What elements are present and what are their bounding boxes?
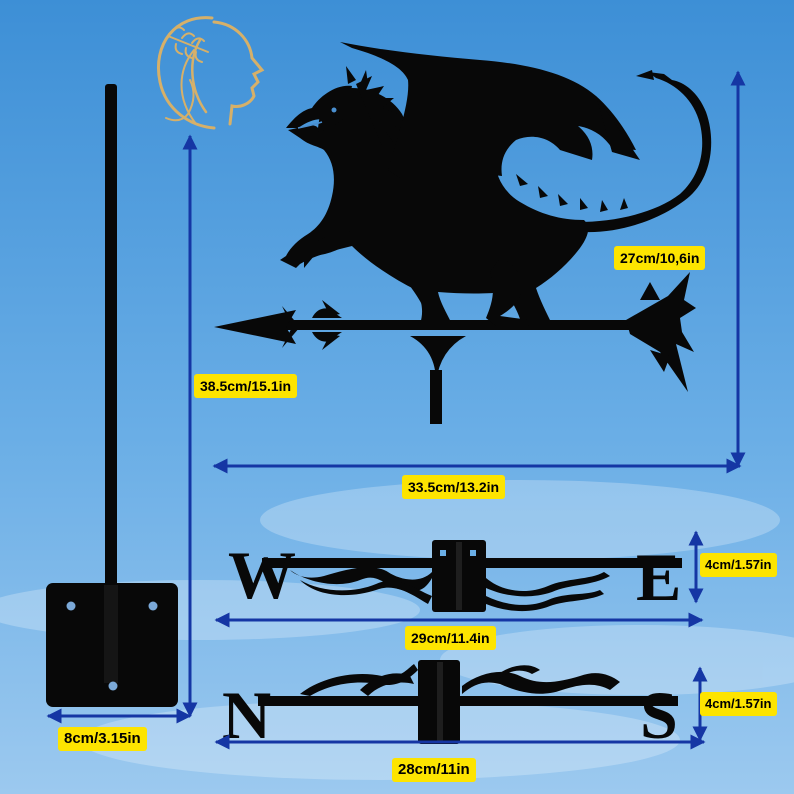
- mounting-pole-with-base-plate-icon: [46, 84, 178, 707]
- west-east-bar: [262, 540, 682, 612]
- dimension-lines: [46, 70, 746, 750]
- dragon-eye: [331, 107, 337, 113]
- woman-profile-laurel-logo-icon: [157, 16, 265, 130]
- we-bar-height-label: 4cm/1.57in: [700, 553, 777, 577]
- ns-bar-width-label: 28cm/11in: [392, 758, 476, 782]
- dragon-mouth: [297, 121, 323, 129]
- ns-bar-height-label: 4cm/1.57in: [700, 692, 777, 716]
- total-height-label: 38.5cm/15.1in: [194, 374, 298, 398]
- east-letter: E: [636, 539, 681, 615]
- north-south-bar: [258, 660, 678, 744]
- base-plate-width-label: 8cm/3.15in: [58, 727, 147, 751]
- we-bar-width-label: 29cm/11.4in: [405, 626, 496, 650]
- figure-height-label: 27cm/10,6in: [614, 246, 706, 270]
- west-letter: W: [228, 537, 296, 613]
- dragon-on-arrow-weathervane-icon: [214, 42, 712, 424]
- figure-width-label: 33.5cm/13.2in: [402, 475, 506, 499]
